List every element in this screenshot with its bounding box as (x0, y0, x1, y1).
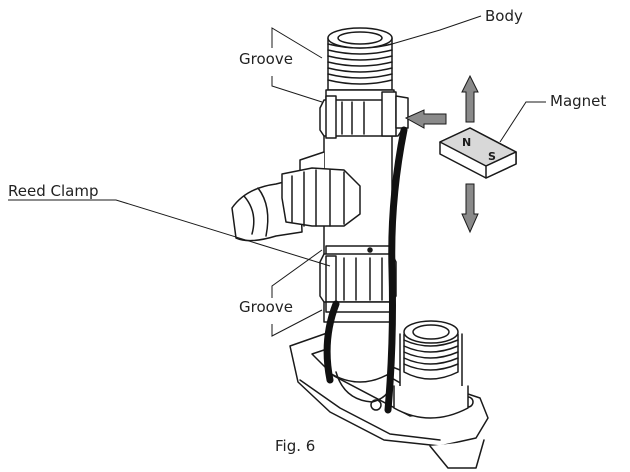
reed-clamp-leader (8, 199, 331, 267)
groove-bottom-leader-a (271, 249, 323, 298)
reed-wire-right (384, 126, 408, 414)
reed-wire-left (323, 300, 340, 384)
groove-bottom-label: Groove (239, 298, 293, 316)
upper-clamp-tab-left (325, 95, 337, 139)
body-leader (391, 15, 482, 45)
magnet-n-mark: N (462, 136, 471, 149)
hose-nut (281, 167, 361, 227)
arrow-down (461, 183, 479, 234)
magnet-leader (499, 101, 546, 143)
figure-caption: Fig. 6 (275, 437, 316, 455)
reed-clamp-label: Reed Clamp (8, 182, 99, 200)
body-dot (367, 247, 373, 253)
body-label: Body (485, 7, 523, 25)
magnet-label: Magnet (550, 92, 607, 110)
groove-top-label: Groove (239, 50, 293, 68)
lower-clamp-tab-left (325, 255, 337, 303)
magnet-side (485, 151, 517, 179)
right-fitting-bore (412, 324, 450, 340)
top-thread-bore (337, 31, 383, 45)
groove-top-leader-a (271, 27, 323, 59)
groove-bottom-leader-b (271, 309, 323, 337)
lower-body (327, 319, 393, 383)
base-foot (429, 439, 485, 469)
arrow-left (404, 109, 447, 129)
magnet-s-mark: S (488, 150, 496, 163)
right-fitting-hex (393, 385, 469, 419)
arrow-up (461, 74, 479, 123)
base-bracket-rim (299, 379, 441, 441)
upper-clamp-tab-right (381, 91, 397, 137)
reed-switch-cap-top (395, 95, 409, 129)
groove-top-leader-b (271, 76, 323, 103)
